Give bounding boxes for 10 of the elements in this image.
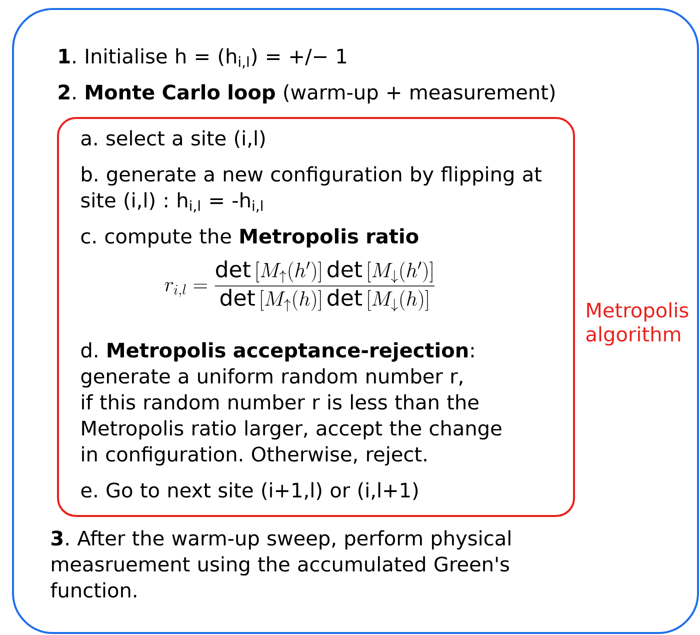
step-text: 1. Initialise h = (h$_{i,l}$) = +/− 1 xyxy=(59,48,346,69)
step-text: 3. After the warm-up sweep, perform physical measruement using the accumulated Green's function. xyxy=(50,530,510,598)
step-text: c. compute the Metropolis ratio xyxy=(81,228,418,248)
step-text: e. Go to next site (i+1,l) or (i,l+1) xyxy=(81,482,418,500)
formula: $r_{i,l} = \frac{\det\left[M_{\uparrow}(h')\right]\det\left[M_{\downarrow}(h')\right]}{\det\left[M_{\uparrow}(h)\right]\det\left[M_{\downarrow}(h)\right]}$ xyxy=(164,260,435,312)
step-text: b. generate a new configuration by flipping at site (i,l) : h$_{i,l}$ = -h$_{i,l}$ xyxy=(81,166,542,213)
side-label: Metropolis algorithm xyxy=(586,302,688,346)
step-text: d. Metropolis acceptance-rejection: generate a uniform random number r, if this random number r is less than the Metropolis ratio larger, accept the change in configuration. Otherwise, reject. xyxy=(81,342,502,466)
step-text: a. select a site (i,l) xyxy=(81,130,265,148)
step-text: 2. Monte Carlo loop (warm-up + measurement) xyxy=(58,84,555,104)
